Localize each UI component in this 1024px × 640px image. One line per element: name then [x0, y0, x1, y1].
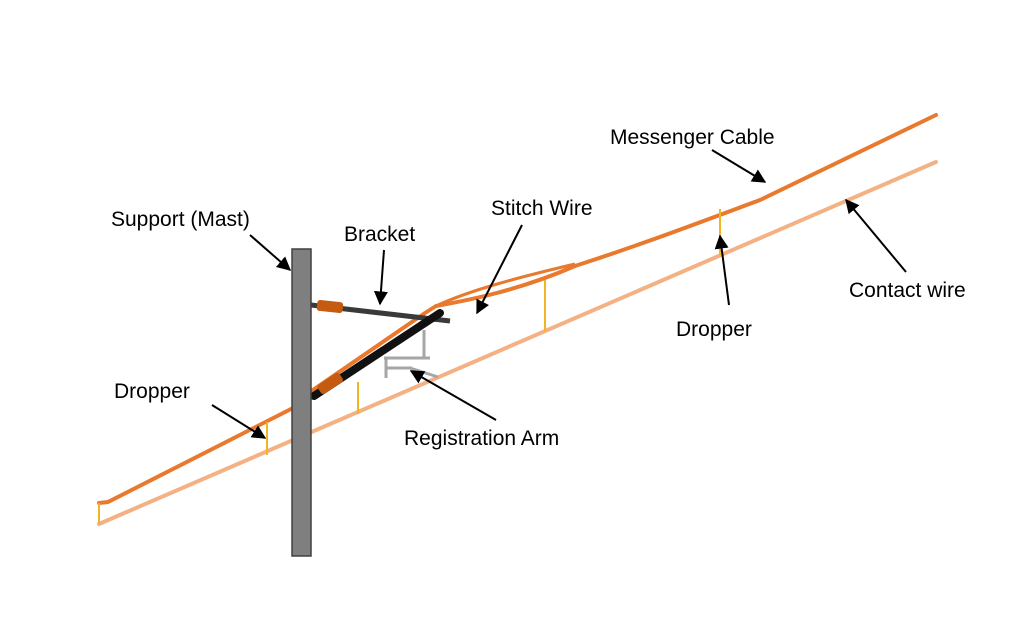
arrow-dropper-right — [714, 234, 730, 306]
label-messenger-cable: Messenger Cable — [610, 126, 775, 149]
label-bracket: Bracket — [344, 223, 416, 246]
stay-insulator — [317, 372, 343, 395]
arrow-support-mast — [249, 234, 292, 271]
arrow-stitch-wire — [476, 224, 523, 315]
arrow-registration-arm — [409, 370, 497, 421]
bracket-insulator — [316, 299, 344, 314]
label-dropper-left: Dropper — [114, 380, 190, 403]
contact-wire-line — [97, 160, 938, 526]
label-registration-arm: Registration Arm — [404, 427, 560, 450]
stitch-wire-line — [435, 262, 576, 308]
label-stitch-wire: Stitch Wire — [491, 197, 593, 220]
arrow-bracket — [373, 249, 388, 306]
arrow-contact-wire — [845, 198, 907, 273]
label-dropper-right: Dropper — [676, 318, 752, 341]
label-contact-wire: Contact wire — [849, 279, 966, 302]
arrow-dropper-left — [211, 404, 267, 439]
label-support-mast: Support (Mast) — [111, 208, 250, 231]
arrow-messenger-cable — [711, 149, 767, 183]
support-mast — [291, 248, 312, 557]
